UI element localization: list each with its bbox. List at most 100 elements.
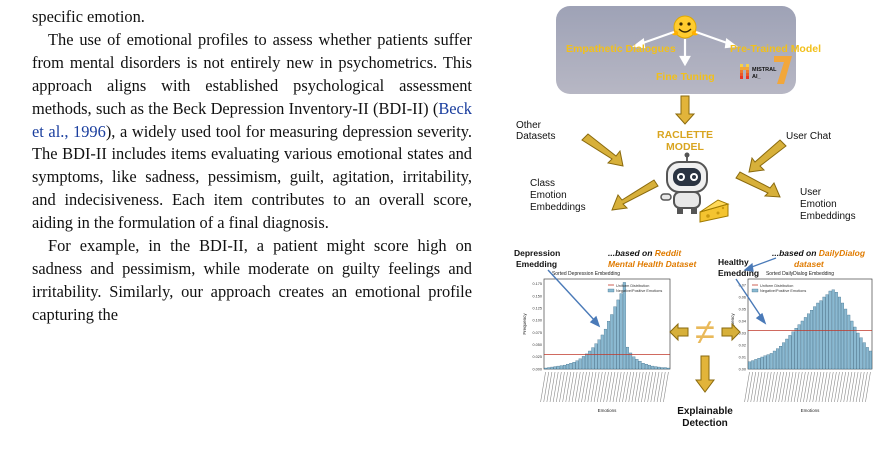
depression-x-tick-label bbox=[556, 371, 562, 403]
depression-y-tick: 0.100 bbox=[532, 319, 542, 323]
depression-annotation-arrow bbox=[547, 269, 601, 328]
dailydialog-x-tick-label bbox=[800, 371, 806, 403]
down-arrow-to-detection bbox=[695, 355, 715, 393]
dailydialog-chart-legend: Uniform Distribution Negative/Positive E… bbox=[751, 284, 806, 293]
dailydialog-bar bbox=[751, 360, 755, 370]
depression-bar bbox=[600, 334, 604, 370]
depression-chart-frame bbox=[543, 278, 671, 370]
depression-x-tick-label bbox=[587, 371, 594, 403]
other-datasets-line1: Other bbox=[516, 120, 542, 131]
depression-x-tick-label bbox=[634, 371, 641, 403]
dailydialog-x-tick-label bbox=[865, 371, 871, 403]
depression-y-tick: 0.125 bbox=[532, 306, 542, 310]
dailydialog-bar bbox=[782, 342, 786, 370]
depression-bar bbox=[613, 306, 617, 370]
depression-x-tick-label bbox=[619, 371, 625, 403]
dailydialog-bar bbox=[850, 320, 854, 370]
dailydialog-chart-xlabel: Emotions bbox=[801, 408, 821, 413]
dailydialog-bar bbox=[772, 350, 776, 370]
dailydialog-x-tick-label bbox=[834, 371, 840, 403]
depression-bar bbox=[569, 363, 573, 370]
depression-chart-title: Sorted Depression Embedding bbox=[552, 271, 620, 277]
dailydialog-x-tick-label bbox=[831, 371, 837, 403]
dailydialog-x-tick-label bbox=[784, 371, 791, 403]
depression-x-tick-label bbox=[656, 371, 663, 403]
line-specific-emotion: specific emotion. bbox=[32, 7, 145, 26]
dailydialog-x-tick-label bbox=[846, 371, 853, 403]
dailydialog-y-tick: 0.01 bbox=[739, 355, 746, 359]
depression-bar bbox=[588, 350, 592, 370]
depression-embedding-chart: Sorted Depression Embedding 0.0000.0250.… bbox=[522, 271, 671, 413]
dailydialog-x-tick-label bbox=[803, 371, 809, 403]
dailydialog-x-tick-label bbox=[747, 371, 753, 403]
depression-y-tick: 0.150 bbox=[532, 294, 542, 298]
class-embeddings-line3: Embeddings bbox=[530, 202, 586, 213]
dailydialog-bar bbox=[816, 302, 820, 370]
depression-x-tick-label bbox=[574, 371, 581, 403]
depression-x-tick-label bbox=[559, 371, 565, 403]
dailydialog-x-tick-label bbox=[837, 371, 843, 403]
dailydialog-bar bbox=[828, 290, 832, 370]
dailydialog-legend-emotions: Negative/Positive Emotions bbox=[760, 289, 806, 293]
mistral-wordmark-top: MISTRAL bbox=[752, 67, 777, 73]
dailydialog-based-on-line1: ...based on DailyDialog bbox=[772, 248, 866, 258]
depression-bar bbox=[622, 282, 626, 370]
depression-bar bbox=[591, 347, 595, 370]
depression-x-tick-label bbox=[650, 371, 657, 403]
dailydialog-bar bbox=[779, 346, 782, 370]
dailydialog-bar bbox=[856, 332, 860, 370]
depression-bar bbox=[629, 352, 633, 370]
dailydialog-y-tick: 0.04 bbox=[739, 319, 746, 323]
depression-bar bbox=[616, 299, 620, 370]
depression-bar bbox=[641, 363, 645, 370]
dailydialog-x-tick-label bbox=[790, 371, 797, 403]
dailydialog-bar bbox=[810, 310, 813, 370]
dailydialog-bar bbox=[757, 358, 761, 370]
compare-left-arrow bbox=[669, 322, 689, 342]
mistral-wordmark-bottom: AI_ bbox=[752, 74, 762, 80]
depression-x-tick-label bbox=[593, 371, 600, 403]
dailydialog-bar bbox=[794, 328, 798, 370]
depression-bar bbox=[644, 363, 648, 370]
dailydialog-source-arrow bbox=[743, 257, 777, 272]
class-embeddings-arrow bbox=[611, 179, 659, 211]
user-embeddings-arrow bbox=[735, 171, 781, 198]
user-chat-label: User Chat bbox=[786, 131, 831, 142]
dailydialog-x-tick-label bbox=[796, 371, 803, 403]
paper-text-column: specific emotion. The use of emotional p… bbox=[32, 6, 472, 327]
depression-bar bbox=[544, 367, 548, 370]
depression-x-tick-label bbox=[590, 371, 597, 403]
depression-x-tick-label bbox=[625, 371, 631, 403]
depression-chart-ylabel: Frequency bbox=[522, 313, 527, 335]
depression-x-tick-label bbox=[549, 371, 556, 403]
depression-bar bbox=[666, 367, 670, 370]
dailydialog-bar bbox=[853, 326, 857, 370]
dailydialog-source-name: DailyDialog bbox=[819, 248, 866, 258]
dailydialog-bar bbox=[844, 308, 848, 370]
dailydialog-y-tick: 0.00 bbox=[739, 367, 746, 371]
depression-x-tick-label bbox=[653, 371, 660, 403]
depression-bar bbox=[657, 366, 661, 370]
not-equal-symbol: ≠ bbox=[695, 311, 715, 352]
depression-x-tick-label bbox=[606, 371, 613, 403]
depression-bar bbox=[610, 314, 614, 370]
class-embeddings-line2: Emotion bbox=[530, 190, 567, 201]
depression-x-tick-label bbox=[552, 371, 559, 403]
depression-x-tick-label bbox=[631, 371, 638, 403]
depression-x-tick-label bbox=[609, 371, 616, 403]
other-datasets-arrow bbox=[581, 133, 624, 167]
depression-x-tick-label bbox=[644, 371, 650, 403]
dailydialog-bar bbox=[791, 331, 795, 370]
dailydialog-bar bbox=[788, 335, 792, 370]
dailydialog-x-tick-label bbox=[769, 371, 775, 403]
depression-x-tick-label bbox=[565, 371, 572, 403]
depression-y-tick: 0.075 bbox=[532, 331, 542, 335]
dailydialog-bar bbox=[775, 348, 779, 370]
depression-x-tick-label bbox=[622, 371, 628, 403]
dailydialog-bar bbox=[822, 296, 826, 370]
dailydialog-bar bbox=[748, 361, 751, 370]
dailydialog-bar bbox=[806, 313, 810, 370]
dailydialog-x-tick-label bbox=[855, 371, 862, 403]
depression-bar bbox=[654, 366, 658, 370]
citation-beck-1996[interactable]: Beck et al., 1996 bbox=[32, 98, 472, 141]
